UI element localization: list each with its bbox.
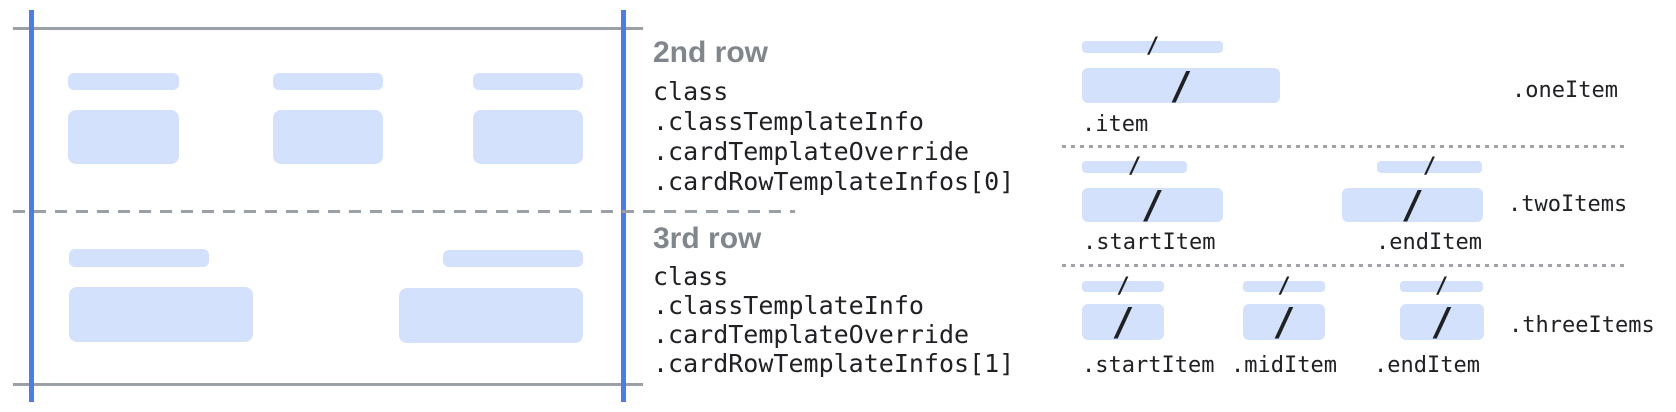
two-items-layout-label: .twoItems: [1508, 192, 1628, 217]
one-item-layout-label: .oneItem: [1512, 78, 1618, 103]
row-divider-dashed-line: [13, 210, 795, 213]
item-value-bar: /: [1342, 183, 1483, 227]
code-line: .classTemplateInfo: [653, 291, 924, 320]
item-value-bar: /: [1400, 300, 1484, 344]
field-value-box: [69, 287, 253, 342]
code-line: class: [653, 77, 729, 106]
item-field-label: .endItem: [1374, 353, 1480, 378]
item-label-bar: /: [1082, 275, 1164, 297]
slash-separator-glyph: /: [1141, 183, 1164, 227]
guide-line-right: [621, 10, 626, 402]
field-label-bar: [68, 73, 179, 90]
layout-separator-dotted-line: [1062, 145, 1628, 148]
item-label-bar: /: [1082, 156, 1187, 178]
item-label-bar: /: [1400, 275, 1483, 297]
item-value-bar: /: [1082, 300, 1164, 344]
row3-code-path: class .classTemplateInfo .cardTemplateOv…: [653, 262, 1014, 378]
slash-separator-glyph: /: [1127, 154, 1142, 179]
guide-line-bottom: [13, 383, 643, 386]
field-value-box: [68, 110, 179, 164]
field-label-bar: [273, 73, 383, 90]
field-value-box: [273, 110, 383, 164]
item-label-bar: /: [1377, 156, 1482, 178]
slash-separator-glyph: /: [1111, 300, 1135, 344]
field-value-box: [473, 110, 583, 164]
item-field-label: .startItem: [1083, 230, 1216, 255]
field-value-box: [399, 288, 583, 343]
slash-separator-glyph: /: [1401, 183, 1424, 227]
row2-code-path: class .classTemplateInfo .cardTemplateOv…: [653, 77, 1014, 197]
field-label-bar: [69, 249, 209, 267]
slash-separator-glyph: /: [1272, 300, 1296, 344]
item-field-label: .midItem: [1231, 353, 1337, 378]
item-label-bar: /: [1082, 36, 1223, 58]
item-value-bar: /: [1082, 63, 1280, 108]
code-line: .cardRowTemplateInfos[1]: [653, 349, 1015, 378]
slash-separator-glyph: /: [1422, 154, 1437, 179]
slash-separator-glyph: /: [1434, 273, 1449, 299]
row3-heading: 3rd row: [653, 222, 762, 255]
code-line: .classTemplateInfo: [653, 107, 924, 136]
slash-separator-glyph: /: [1116, 273, 1130, 299]
slash-separator-glyph: /: [1277, 273, 1291, 299]
field-label-bar: [443, 250, 583, 267]
item-value-bar: /: [1243, 300, 1325, 344]
item-field-label: .endItem: [1376, 230, 1482, 255]
item-field-label: .item: [1082, 112, 1149, 137]
code-line: .cardTemplateOverride: [653, 137, 970, 166]
slash-separator-glyph: /: [1145, 34, 1160, 59]
slash-separator-glyph: /: [1169, 63, 1193, 108]
guide-line-top: [13, 27, 643, 30]
layout-separator-dotted-line: [1062, 264, 1628, 267]
guide-line-left: [29, 10, 34, 402]
slash-separator-glyph: /: [1430, 300, 1454, 344]
code-line: .cardRowTemplateInfos[0]: [653, 167, 1015, 196]
item-value-bar: /: [1082, 183, 1223, 227]
code-line: .cardTemplateOverride: [653, 320, 970, 349]
three-items-layout-label: .threeItems: [1509, 313, 1655, 338]
item-field-label: .startItem: [1082, 353, 1215, 378]
field-label-bar: [473, 73, 583, 90]
item-label-bar: /: [1243, 275, 1325, 297]
row2-heading: 2nd row: [653, 36, 769, 69]
code-line: class: [653, 262, 729, 291]
